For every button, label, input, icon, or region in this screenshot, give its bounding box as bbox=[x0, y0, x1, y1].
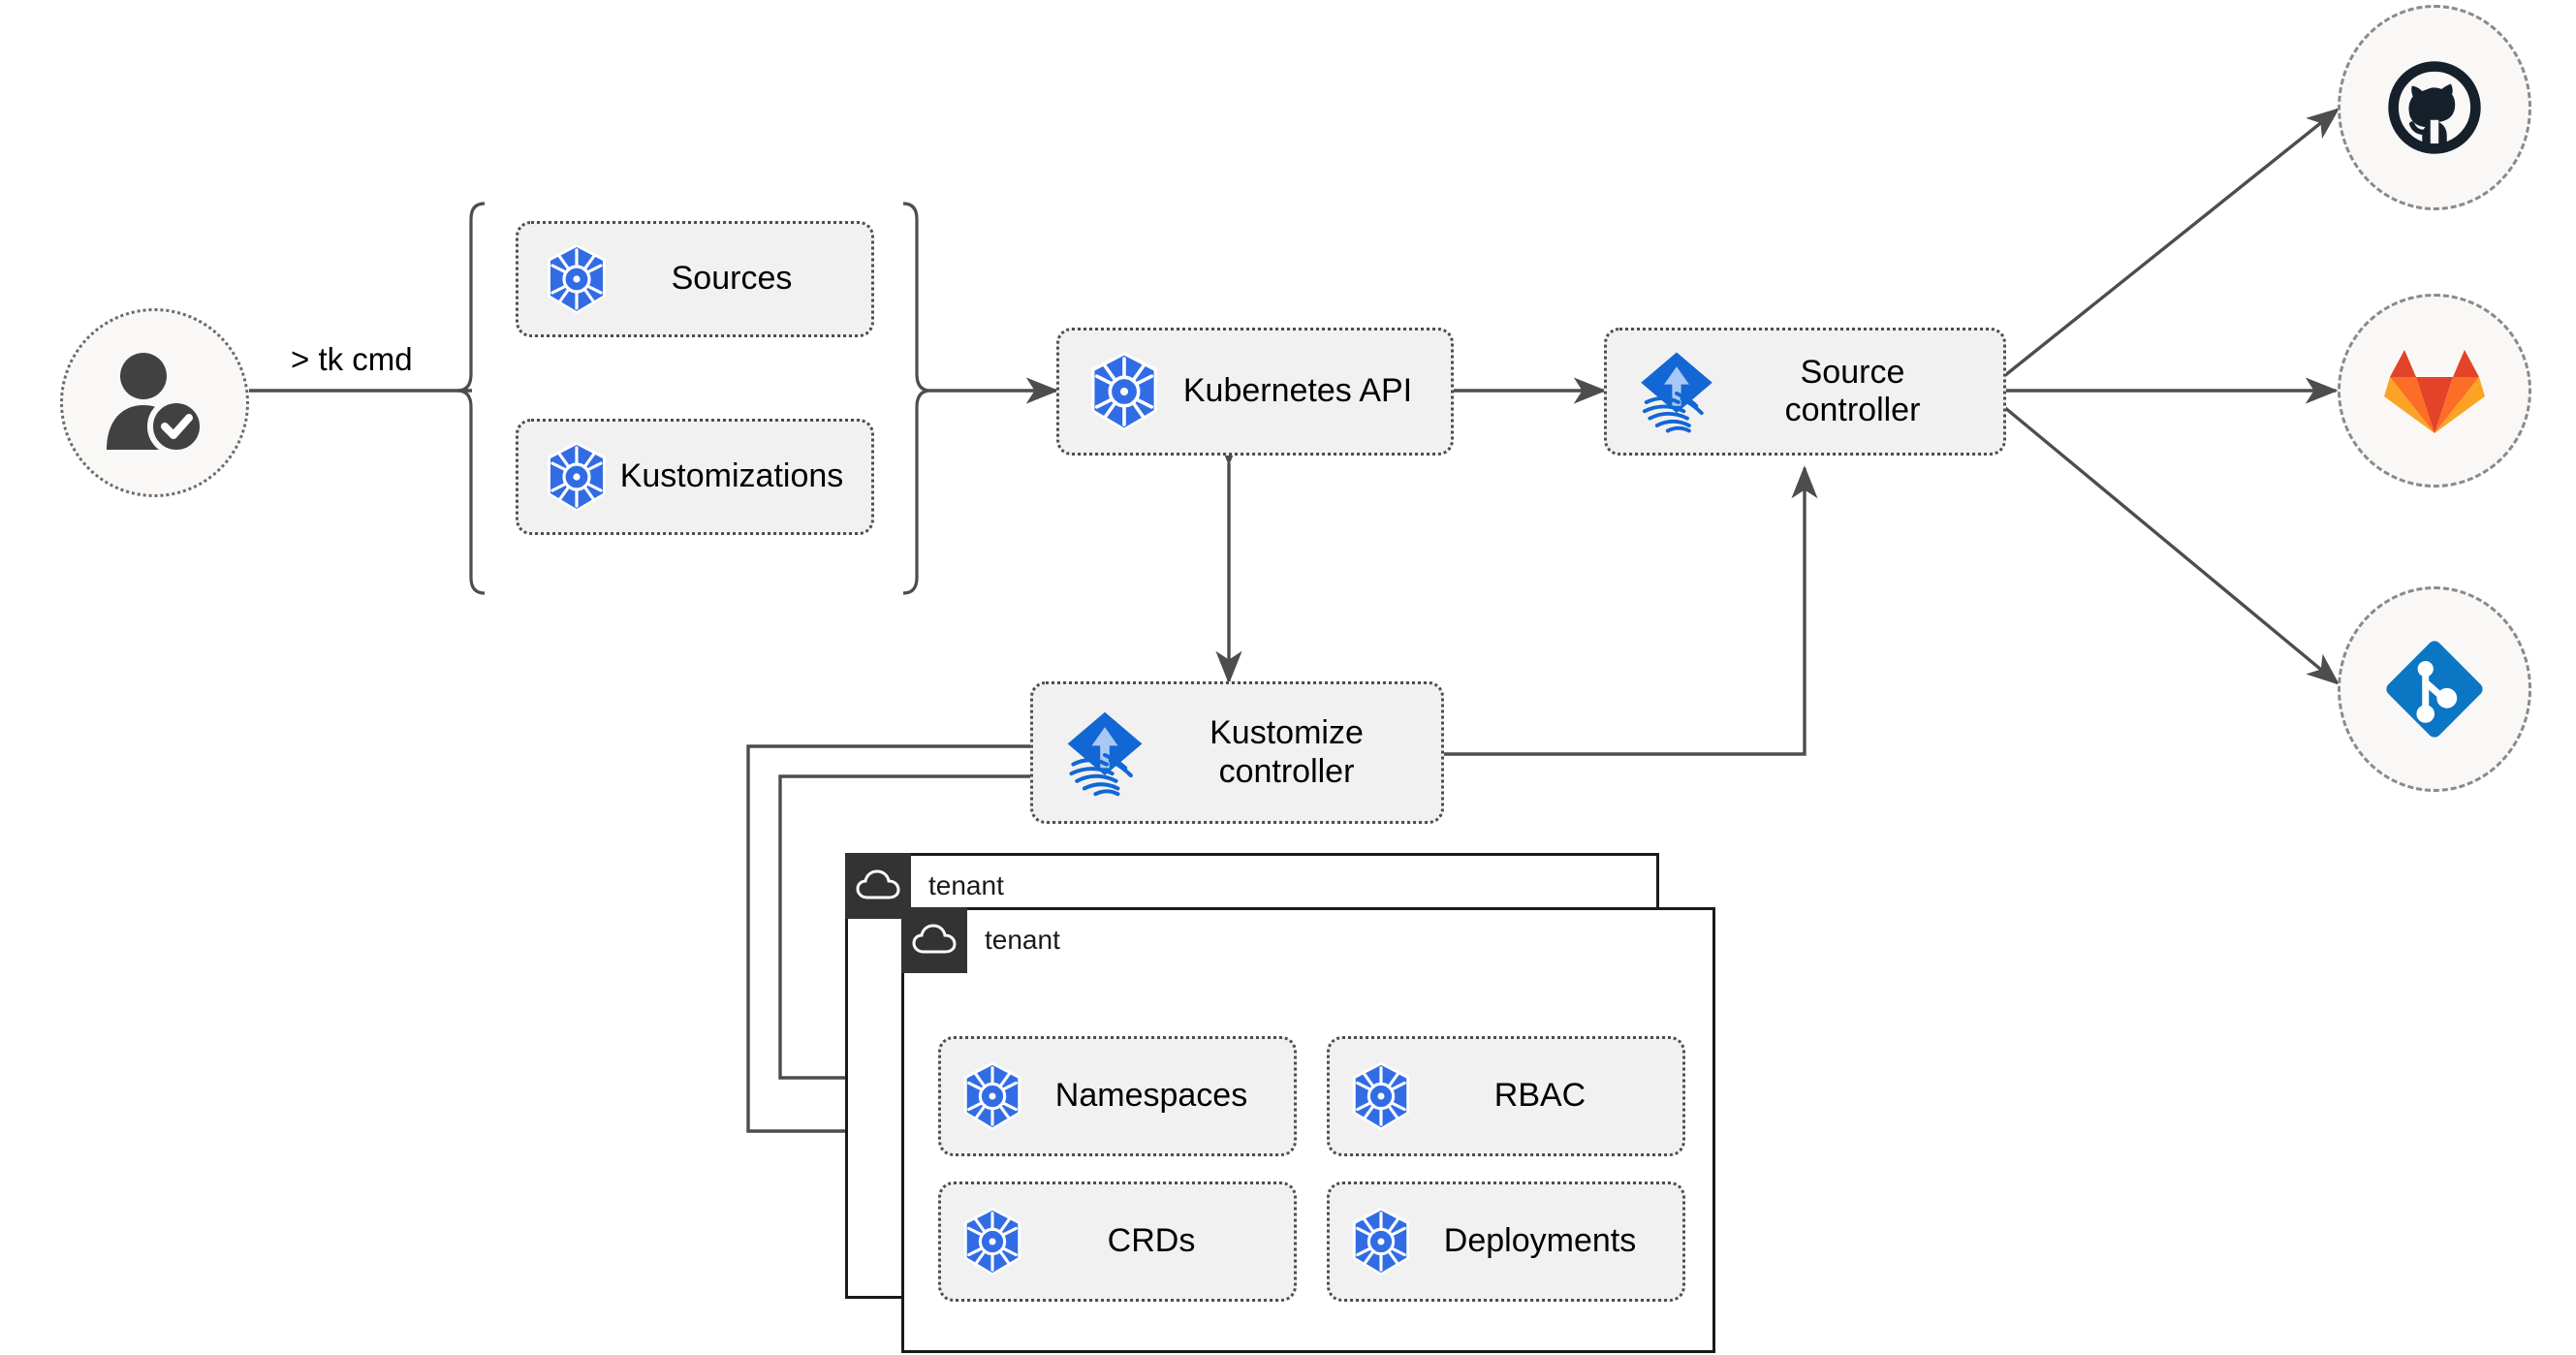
tenant-1-tab: tenant bbox=[845, 853, 1004, 919]
kustomizations-label: Kustomizations bbox=[619, 457, 844, 495]
kubernetes-icon bbox=[958, 1060, 1026, 1132]
source-controller-line2: controller bbox=[1784, 392, 1921, 428]
resource-crds-label: CRDs bbox=[1107, 1222, 1196, 1260]
kubernetes-icon bbox=[542, 440, 612, 514]
kubernetes-api-node[interactable]: Kubernetes API bbox=[1056, 328, 1454, 456]
kubernetes-icon bbox=[1347, 1206, 1415, 1277]
kubernetes-api-label: Kubernetes API bbox=[1182, 372, 1413, 410]
edge-source-git bbox=[2002, 405, 2340, 685]
kubernetes-icon bbox=[1084, 350, 1164, 433]
kubernetes-icon bbox=[542, 242, 612, 316]
flux-icon bbox=[1632, 347, 1721, 436]
cloud-icon bbox=[901, 907, 967, 973]
resource-rbac[interactable]: RBAC bbox=[1327, 1036, 1685, 1156]
provider-github[interactable] bbox=[2338, 5, 2531, 210]
tenant-box-2[interactable]: tenant Name bbox=[901, 907, 1715, 1353]
kustomize-controller-line1: Kustomize bbox=[1209, 714, 1364, 752]
command-label: > tk cmd bbox=[291, 341, 413, 377]
edge-source-github bbox=[2002, 108, 2340, 378]
provider-gitlab[interactable] bbox=[2338, 294, 2531, 488]
resource-namespaces[interactable]: Namespaces bbox=[938, 1036, 1297, 1156]
edge-kustomize-source bbox=[1444, 465, 1818, 756]
github-icon bbox=[2388, 61, 2481, 154]
kubernetes-icon bbox=[958, 1206, 1026, 1277]
kustomize-controller-line2: controller bbox=[1218, 752, 1355, 790]
resource-deployments-label: Deployments bbox=[1443, 1222, 1637, 1260]
resource-namespaces-label: Namespaces bbox=[1054, 1077, 1248, 1115]
tenant-2-tab: tenant bbox=[901, 907, 1060, 973]
gitlab-icon bbox=[2384, 350, 2485, 433]
source-controller-label: Source controller bbox=[1721, 354, 1990, 429]
brace-right bbox=[902, 202, 931, 595]
kustomize-controller-node[interactable]: Kustomize controller bbox=[1030, 681, 1444, 824]
sources-box[interactable]: Sources bbox=[516, 221, 874, 337]
user-node[interactable] bbox=[60, 308, 249, 497]
brace-left bbox=[456, 202, 486, 595]
flux-icon bbox=[1058, 707, 1151, 800]
source-controller-line1: Source bbox=[1800, 353, 1905, 391]
kubernetes-icon bbox=[1347, 1060, 1415, 1132]
sources-label: Sources bbox=[671, 260, 793, 298]
tenant-1-label: tenant bbox=[928, 870, 1004, 900]
user-check-icon bbox=[106, 352, 205, 456]
resource-crds[interactable]: CRDs bbox=[938, 1182, 1297, 1302]
cloud-icon bbox=[845, 853, 911, 919]
kustomizations-box[interactable]: Kustomizations bbox=[516, 419, 874, 535]
kustomize-controller-label: Kustomize controller bbox=[1151, 714, 1428, 790]
provider-git[interactable] bbox=[2338, 586, 2531, 792]
source-controller-node[interactable]: Source controller bbox=[1604, 328, 2006, 456]
git-icon bbox=[2386, 641, 2483, 738]
tenant-2-label: tenant bbox=[985, 925, 1060, 955]
resource-deployments[interactable]: Deployments bbox=[1327, 1182, 1685, 1302]
resource-rbac-label: RBAC bbox=[1493, 1077, 1586, 1115]
